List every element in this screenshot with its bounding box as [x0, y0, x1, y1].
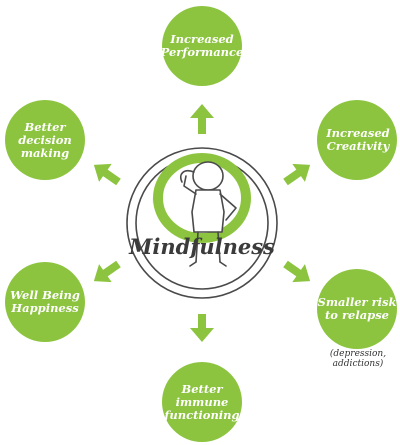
center-emblem [126, 147, 278, 299]
center-label-mindfulness: Mindfulness [129, 233, 275, 259]
arrow-to-creativity [283, 163, 311, 186]
label-better-immune-functioning: Better immune functioning [164, 381, 240, 422]
label-better-decision-making: Better decision making [18, 119, 72, 160]
arrow-to-wellbeing [93, 260, 121, 283]
arrow-to-decision [93, 163, 121, 186]
arrow-to-relapse [283, 260, 311, 283]
relapse-note: (depression, addictions) [329, 349, 387, 369]
arrow-to-performance [190, 104, 214, 134]
label-smaller-risk-to-relapse: Smaller risk to relapse [317, 295, 397, 322]
circle-creativity [317, 100, 397, 180]
arrows [93, 104, 311, 342]
label-well-being-happiness: Well Being Happiness [10, 288, 80, 315]
arrow-to-immune [190, 314, 214, 342]
circle-immune [162, 362, 242, 442]
person-figure-icon [179, 161, 237, 267]
center-green-arc [153, 153, 251, 243]
circle-wellbeing [5, 262, 85, 342]
circle-relapse [317, 269, 397, 349]
circle-decision [5, 100, 85, 180]
benefit-circles [5, 6, 397, 442]
label-increased-performance: Increased Performance [160, 32, 244, 59]
circle-performance [162, 6, 242, 86]
label-increased-creativity: Increased Creativity [326, 126, 390, 153]
